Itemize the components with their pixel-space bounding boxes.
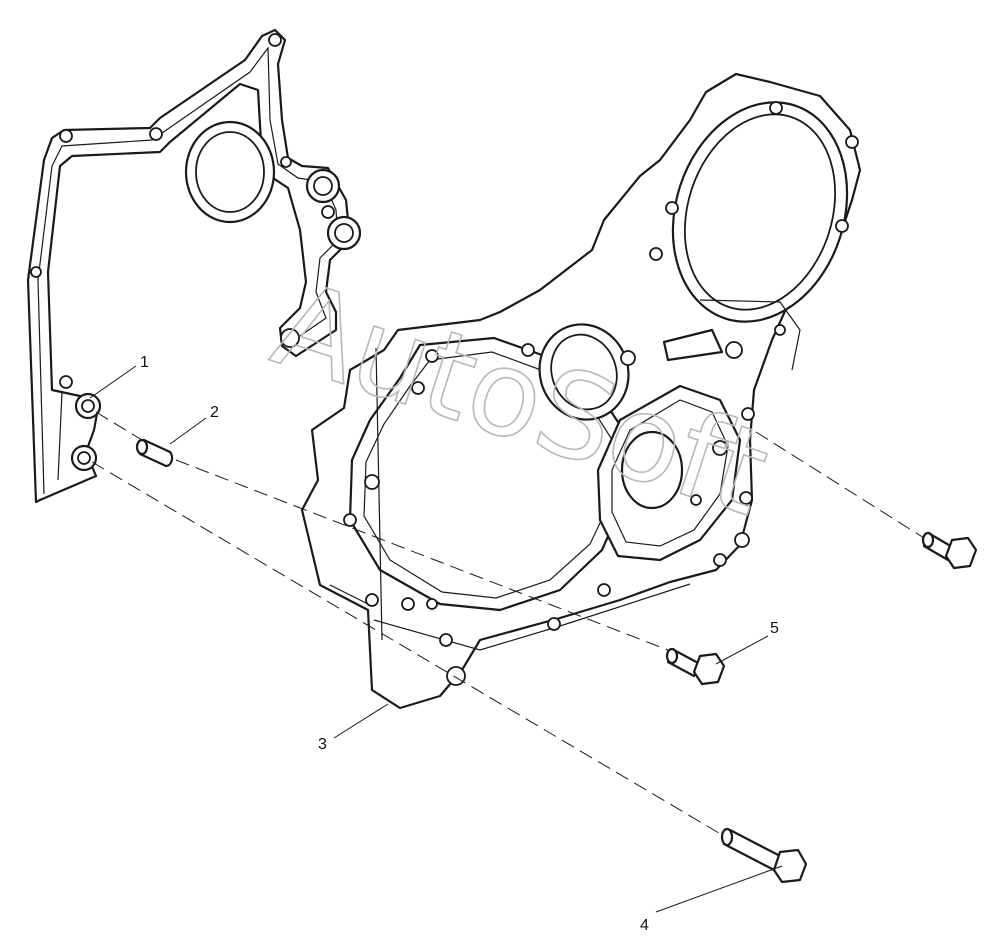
bolt-part-4[interactable] [720, 827, 808, 884]
bolt-part-5[interactable] [665, 647, 726, 686]
front-cover-part-3[interactable] [300, 72, 874, 710]
callout-5: 5 [770, 620, 779, 637]
callout-4: 4 [640, 917, 649, 934]
dowel-pin-part-2[interactable] [135, 438, 174, 468]
callout-1: 1 [140, 354, 149, 371]
bolt-upper-right[interactable] [921, 531, 978, 570]
callout-3: 3 [318, 736, 327, 753]
alignment-lines [91, 411, 925, 837]
gasket-part-1[interactable] [26, 28, 362, 504]
callout-2: 2 [210, 404, 219, 421]
callout-leaders [89, 365, 783, 913]
